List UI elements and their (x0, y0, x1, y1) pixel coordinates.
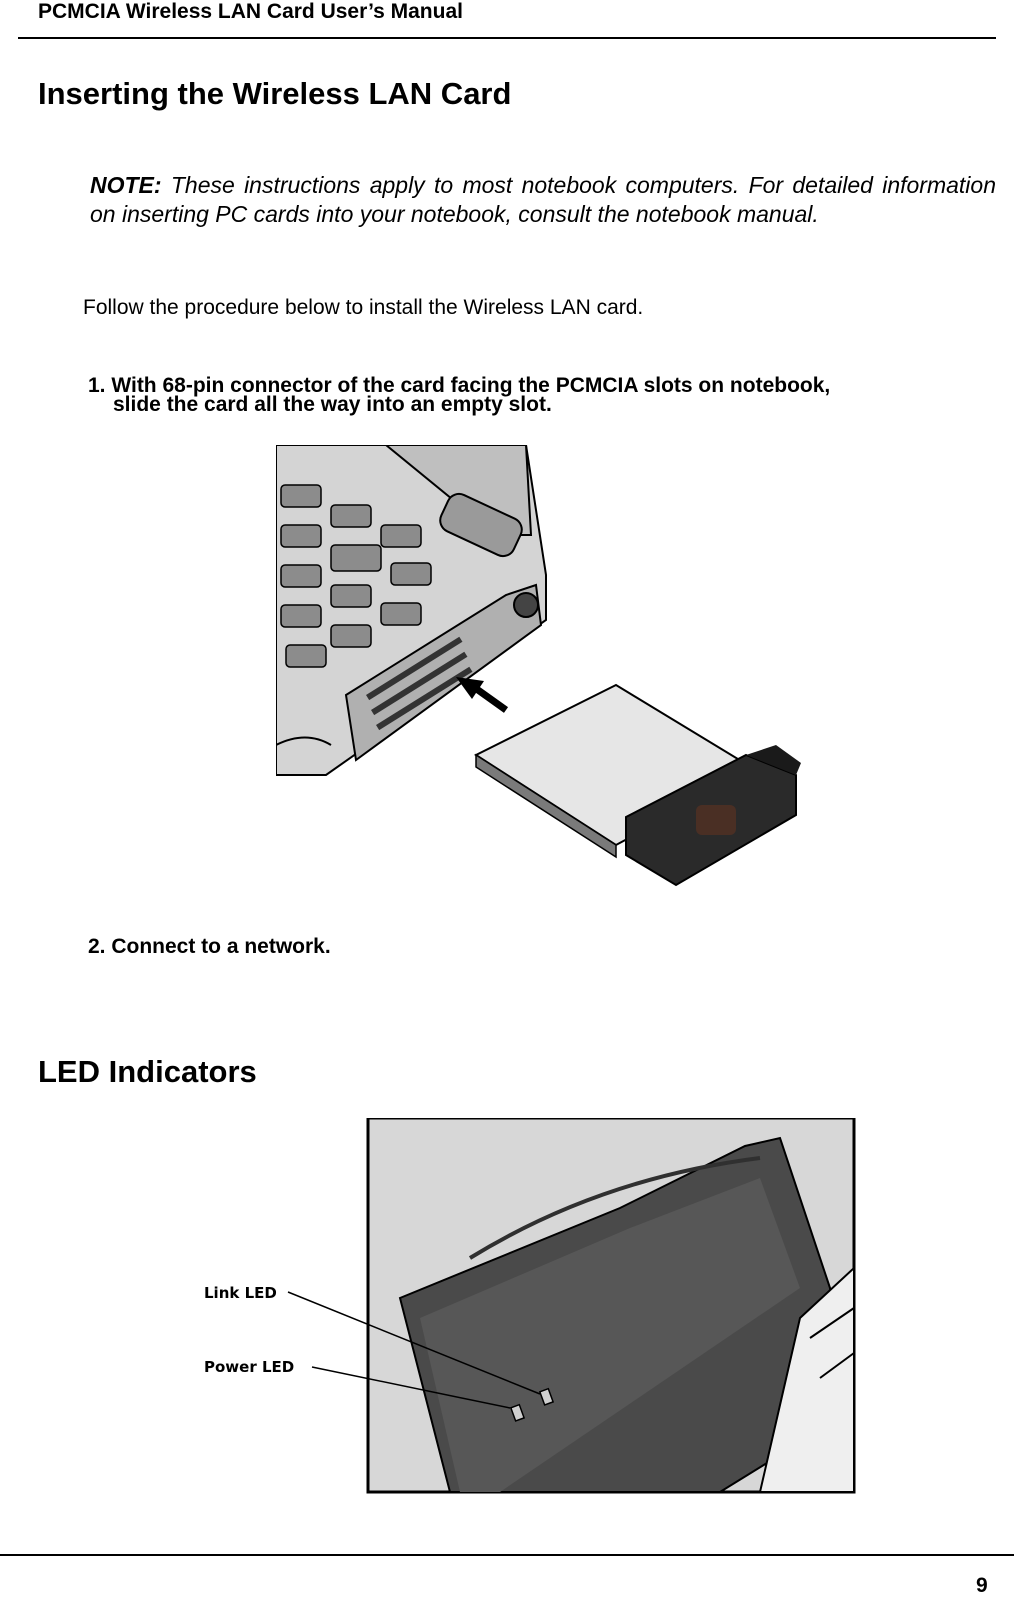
step-1-line-2: slide the card all the way into an empty… (113, 393, 552, 416)
notebook-illustration (276, 445, 547, 776)
running-header: PCMCIA Wireless LAN Card User’s Manual (38, 0, 463, 23)
link-led-label: Link LED (204, 1284, 277, 1302)
power-led-indicator (509, 1403, 526, 1422)
note-label: NOTE: (90, 172, 162, 198)
step-2: 2. Connect to a network. (88, 935, 331, 958)
step-1: 1. With 68-pin connector of the card fac… (88, 374, 998, 416)
note-paragraph: NOTE: These instructions apply to most n… (90, 171, 996, 229)
wireless-lan-card-illustration (473, 683, 801, 887)
insert-direction-arrow (456, 677, 509, 713)
step-1-line-1: 1. With 68-pin connector of the card fac… (88, 374, 831, 397)
note-text: These instructions apply to most noteboo… (90, 172, 996, 227)
intro-paragraph: Follow the procedure below to install th… (83, 296, 644, 319)
power-led-label: Power LED (204, 1358, 294, 1376)
led-indicator-illustration: Link LED Power LED (204, 1118, 856, 1494)
page-number: 9 (976, 1574, 988, 1597)
link-led-indicator (538, 1387, 555, 1406)
footer-rule (0, 1554, 1014, 1556)
section-title-inserting: Inserting the Wireless LAN Card (38, 76, 512, 111)
header-rule (18, 37, 996, 39)
section-title-led: LED Indicators (38, 1054, 257, 1089)
card-insertion-illustration (276, 445, 801, 887)
